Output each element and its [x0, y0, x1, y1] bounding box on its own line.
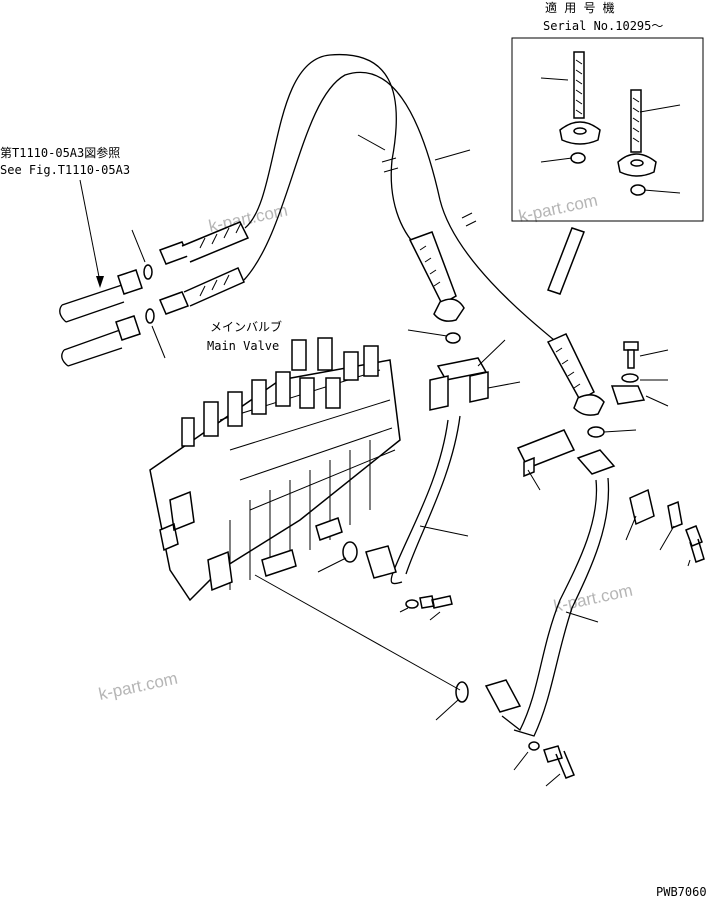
figure-code: PWB7060	[656, 885, 707, 899]
main-valve-label-jp: メインバルブ	[210, 319, 282, 334]
center-clamp-assembly	[317, 329, 521, 621]
short-pipe	[547, 227, 585, 295]
serial-number: Serial No.10295～	[543, 19, 663, 33]
main-valve-label-en: Main Valve	[207, 339, 279, 353]
watermark-3: k-part.com	[552, 581, 634, 616]
main-valve: メインバルブ Main Valve	[149, 319, 461, 691]
inset-hose-2	[617, 89, 657, 177]
reference-en: See Fig.T1110-05A3	[0, 163, 130, 177]
o-ring-left-1	[143, 264, 153, 280]
inset-o-ring-1	[570, 152, 586, 164]
lower-tube-assembly	[435, 429, 705, 787]
reference-note: 第T1110-05A3図参照 See Fig.T1110-05A3	[0, 145, 130, 288]
watermark-4: k-part.com	[97, 669, 179, 704]
serial-title: 適 用 号 機	[545, 0, 615, 15]
left-pipes	[59, 229, 166, 367]
reference-arrow	[79, 179, 101, 283]
serial-inset: 適 用 号 機 Serial No.10295～	[511, 0, 704, 222]
o-ring-left-2	[145, 308, 155, 324]
inset-o-ring-2	[630, 184, 646, 196]
serial-inset-frame	[511, 37, 704, 222]
inset-hose-1	[559, 51, 601, 145]
upper-hoses	[158, 53, 605, 416]
reference-jp: 第T1110-05A3図参照	[0, 145, 120, 160]
right-fasteners	[587, 341, 669, 438]
